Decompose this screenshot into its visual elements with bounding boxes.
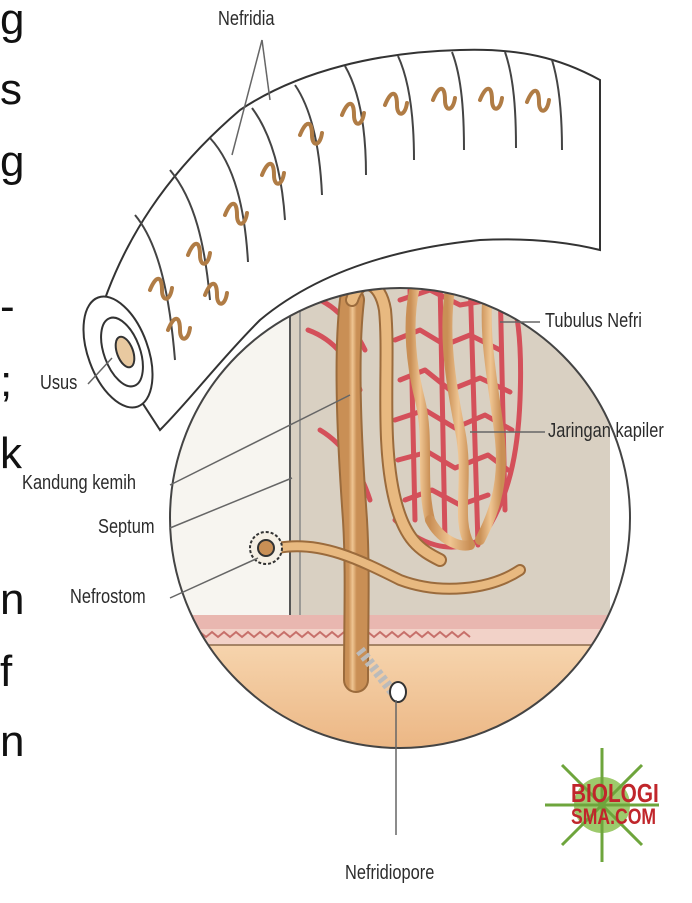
label-jaringan-kapiler: Jaringan kapiler bbox=[548, 420, 664, 443]
edge-char: - bbox=[0, 285, 15, 329]
edge-char: g bbox=[0, 0, 24, 42]
edge-char: s bbox=[0, 68, 22, 112]
biologi-sma-logo: BIOLOGI SMA.COM bbox=[562, 780, 652, 828]
label-nefridia: Nefridia bbox=[218, 8, 275, 31]
edge-char: f bbox=[0, 650, 12, 694]
edge-char: n bbox=[0, 578, 24, 622]
edge-char: g bbox=[0, 140, 24, 184]
edge-char: ; bbox=[0, 360, 12, 404]
logo-line2: SMA.COM bbox=[571, 806, 643, 828]
label-usus: Usus bbox=[40, 372, 77, 395]
edge-char: n bbox=[0, 720, 24, 764]
edge-char: k bbox=[0, 432, 22, 476]
label-tubulus-nefri: Tubulus Nefri bbox=[545, 310, 642, 333]
label-septum: Septum bbox=[98, 516, 155, 539]
label-kandung-kemih: Kandung kemih bbox=[22, 472, 136, 495]
logo-line1: BIOLOGI bbox=[571, 780, 643, 806]
label-nefridiopore: Nefridiopore bbox=[345, 862, 434, 885]
label-nefrostom: Nefrostom bbox=[70, 586, 146, 609]
